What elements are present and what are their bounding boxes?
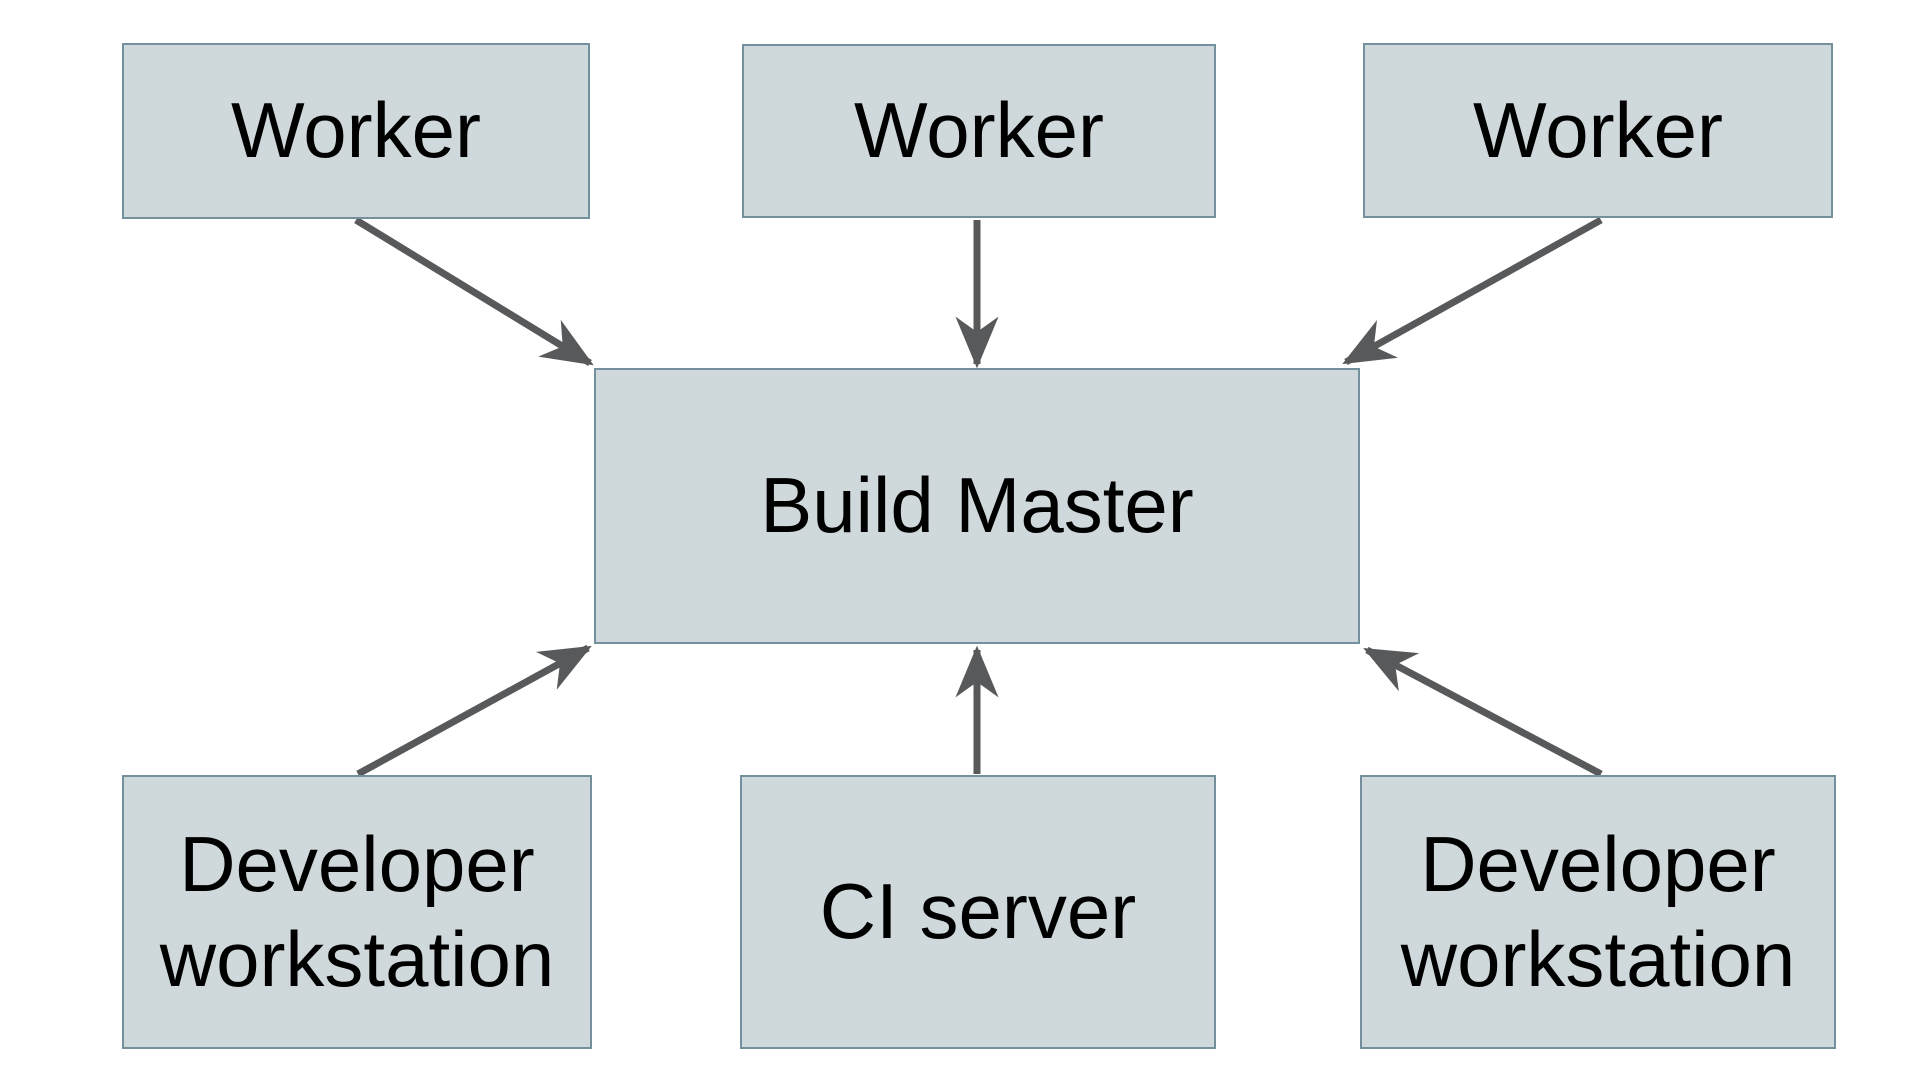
arrow-developer-workstation-left-to-build-master: [356, 644, 592, 778]
node-worker-1-label: Worker: [231, 86, 481, 175]
node-developer-workstation-left-label: Developer workstation: [159, 819, 555, 1003]
node-build-master: Build Master: [594, 368, 1360, 644]
arrow-worker-3-to-build-master: [1342, 216, 1603, 366]
node-build-master-label: Build Master: [760, 461, 1194, 550]
node-worker-1: Worker: [122, 43, 590, 219]
arrow-worker-1-to-build-master: [354, 217, 594, 366]
node-developer-workstation-right-label: Developer workstation: [1400, 819, 1796, 1003]
node-worker-2-label: Worker: [854, 86, 1104, 175]
node-worker-3-label: Worker: [1473, 85, 1723, 174]
node-developer-workstation-right: Developer workstation: [1360, 775, 1836, 1049]
node-ci-server-label: CI server: [819, 867, 1137, 956]
node-worker-3: Worker: [1363, 43, 1833, 218]
node-worker-2: Worker: [742, 44, 1216, 218]
arrow-developer-workstation-right-to-build-master: [1363, 646, 1603, 778]
node-developer-workstation-left: Developer workstation: [122, 775, 592, 1049]
node-ci-server: CI server: [740, 775, 1216, 1049]
